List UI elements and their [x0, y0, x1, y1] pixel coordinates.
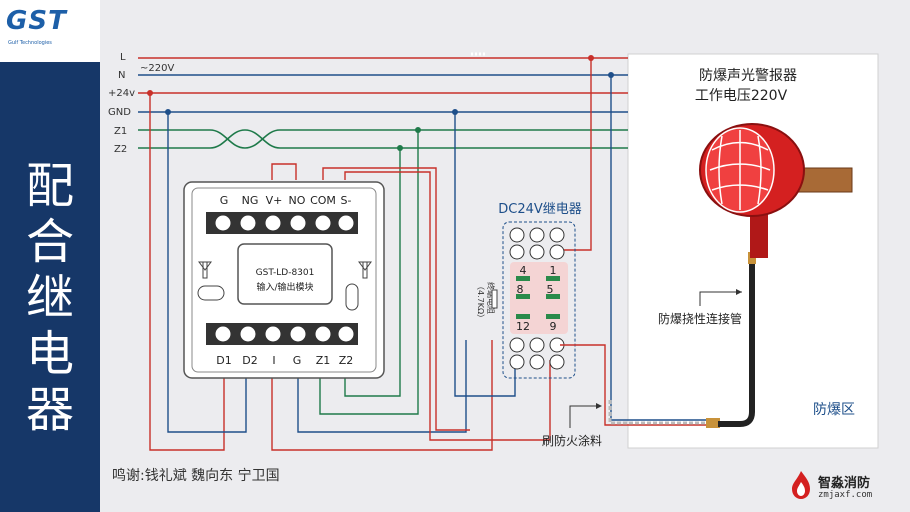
module-bottom-terminal-label: D2 [242, 354, 257, 367]
relay-top-terminals [509, 227, 565, 260]
relay-outline [502, 221, 576, 379]
module-model: GST-LD-8301 [256, 268, 315, 278]
company-logo-sub: Gulf Technologies [8, 40, 52, 46]
module-bottom-terminal-label: Z2 [339, 354, 354, 367]
relay-contact-label: 4 [520, 264, 527, 277]
module-top-terminal-label: V+ [266, 194, 283, 207]
module-label-plate [237, 243, 333, 305]
relay-contact-label: 8 [517, 283, 524, 296]
watermark: 智淼消防 zmjaxf.com [790, 468, 908, 508]
io-module: G NG V+ NO COM S- GST-LD-8301 输入/输出模块 D1 [183, 181, 385, 379]
bus-label-z2: Z2 [114, 144, 127, 155]
pipe-label: 防爆挠性连接管 [658, 311, 742, 326]
relay-contact-label: 5 [547, 283, 554, 296]
module-bottom-terminal-label: Z1 [316, 354, 331, 367]
bus-label-gnd: GND [108, 107, 131, 118]
coating-label-pointer [569, 405, 600, 428]
mounting-slot [197, 285, 225, 301]
watermark-title: 智淼消防 [818, 476, 871, 491]
relay-contact-label: 9 [550, 320, 557, 333]
alarm-title: 防爆声光警报器 [699, 68, 797, 84]
module-top-terminal-label: S- [341, 194, 352, 207]
arrow-right-icon [736, 289, 742, 295]
module-wiring [149, 58, 612, 451]
bus-label-24v: +24v [108, 88, 135, 99]
bus-label-l: L [120, 52, 126, 63]
alarm-icon [699, 123, 853, 258]
logo-area: GST Gulf Technologies [0, 0, 100, 62]
module-bottom-terminal-label: G [293, 354, 302, 367]
watermark-url: zmjaxf.com [818, 490, 873, 500]
module-bottom-terminal-label: D1 [216, 354, 231, 367]
bus-line-z2 [138, 129, 628, 149]
bus-label-z1: Z1 [114, 126, 127, 137]
bus-label-voltage: ~220V [140, 63, 174, 74]
relay-contact-label: 1 [550, 264, 557, 277]
flame-icon [792, 471, 810, 499]
relay-resistor-value: （4.7KΩ） [476, 282, 485, 322]
arrow-right-icon [596, 403, 602, 409]
arrow-up-icon [198, 261, 212, 279]
mounting-slot [345, 283, 359, 311]
sidebar: GST Gulf Technologies 配合继电器 [0, 0, 100, 512]
alarm-voltage: 工作电压220V [695, 88, 788, 104]
relay-contact-pads [516, 276, 560, 319]
bus-lines [138, 57, 628, 149]
bus-label-n: N [118, 70, 125, 81]
credits-text: 鸣谢:钱礼斌 魏向东 宁卫国 [112, 468, 280, 484]
module-bottom-terminal-label: I [272, 354, 275, 367]
module-bottom-terminal-block [206, 323, 358, 345]
module-top-terminal-label: NG [242, 194, 259, 207]
module-top-terminal-label: NO [289, 194, 306, 207]
module-name: 输入/输出模块 [256, 281, 313, 293]
module-top-terminal-label: G [220, 194, 229, 207]
side-title: 配合继电器 [25, 158, 74, 438]
main-area: L N ~220V +24v GND Z1 Z2 [100, 0, 910, 512]
relay-contact-label: 12 [516, 320, 530, 333]
relay: DC24V继电器 4 1 8 5 12 9 （4.7KΩ） 终端电阻 [476, 202, 582, 379]
wiring-diagram: L N ~220V +24v GND Z1 Z2 [100, 0, 910, 512]
module-top-terminal-block [206, 212, 358, 234]
bus-line-z1 [138, 129, 628, 149]
coating-label: 刷防火涂料 [542, 433, 602, 448]
resistor-icon [491, 289, 498, 309]
relay-resistor-label: 终端电阻 [486, 282, 496, 314]
relay-bottom-terminals [509, 337, 565, 370]
relay-title: DC24V继电器 [498, 202, 582, 217]
zone-label: 防爆区 [813, 402, 855, 418]
pipe-label-pointer [699, 291, 742, 306]
arrow-up-icon [358, 261, 372, 279]
company-logo: GST [6, 6, 67, 36]
module-top-terminal-label: COM [310, 194, 336, 207]
